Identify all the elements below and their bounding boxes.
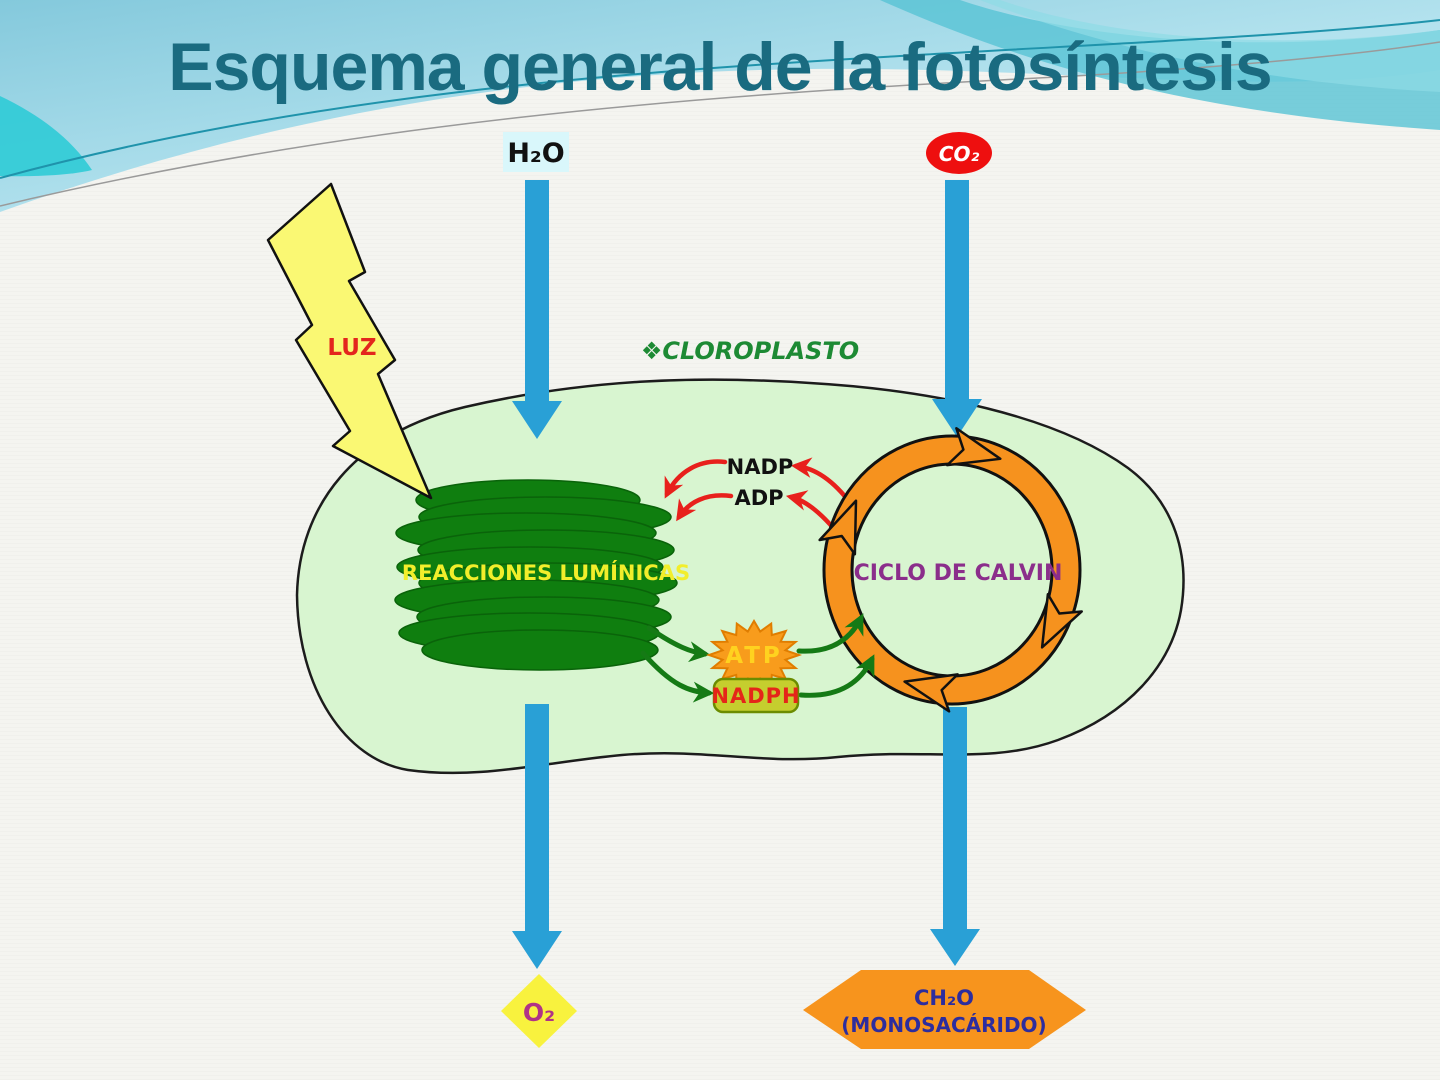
cycle-arrowhead-bottom bbox=[903, 673, 959, 713]
cycle-arrowhead-right bbox=[1040, 592, 1083, 649]
thylakoid-to-nadph-arrow bbox=[640, 650, 715, 703]
thylakoid-stack bbox=[394, 479, 678, 671]
co2-label: CO₂ bbox=[939, 142, 980, 166]
nadph-to-cycle-arrow bbox=[798, 654, 875, 698]
adp-label: ADP bbox=[734, 486, 783, 510]
water-down-arrow bbox=[512, 180, 562, 439]
atp-label: ATP bbox=[725, 643, 783, 669]
header-thin-line-gray bbox=[0, 41, 1440, 207]
calvin-cycle-label: CICLO DE CALVIN bbox=[854, 561, 1063, 586]
header-teal-swoosh bbox=[880, 0, 1440, 130]
header-thin-line-teal bbox=[0, 19, 1440, 179]
lightning-bolt-icon bbox=[266, 182, 433, 500]
cycle-arrowhead-top bbox=[945, 427, 1002, 467]
cycle-arrowhead-left bbox=[818, 499, 858, 556]
light-reactions-label: REACCIONES LUMÍNICAS bbox=[402, 560, 690, 585]
header-teal-swoosh-light bbox=[980, 0, 1440, 92]
nadph-box bbox=[712, 677, 800, 714]
thylakoid-to-atp-arrow bbox=[646, 625, 711, 663]
header-wave-decoration bbox=[0, 0, 1440, 212]
nadp-return-arrow-to-thylakoid bbox=[664, 459, 728, 499]
slide-title: Esquema general de la fotosíntesis bbox=[168, 29, 1272, 105]
nadph-label: NADPH bbox=[711, 684, 800, 708]
sugar-down-arrow bbox=[930, 707, 980, 966]
atp-to-cycle-arrow bbox=[796, 613, 864, 654]
oxygen-down-arrow bbox=[512, 704, 562, 969]
calvin-cycle-ring bbox=[818, 427, 1083, 713]
monosaccharide-formula-label: CH₂O bbox=[914, 986, 974, 1010]
nadp-label: NADP bbox=[727, 455, 794, 479]
water-badge bbox=[503, 132, 569, 172]
light-label: LUZ bbox=[327, 335, 376, 361]
oxygen-diamond bbox=[501, 974, 577, 1048]
adp-return-arrow-to-thylakoid bbox=[676, 493, 734, 522]
oxygen-label: O₂ bbox=[523, 998, 555, 1027]
monosaccharide-hexagon bbox=[803, 970, 1086, 1049]
water-label: H₂O bbox=[507, 138, 564, 169]
monosaccharide-name-label: (MONOSACÁRIDO) bbox=[841, 1013, 1046, 1037]
co2-badge bbox=[926, 132, 992, 174]
chloroplast-label: ❖CLOROPLASTO bbox=[641, 337, 859, 365]
header-left-turquoise bbox=[0, 96, 92, 177]
co2-down-arrow bbox=[932, 180, 982, 437]
